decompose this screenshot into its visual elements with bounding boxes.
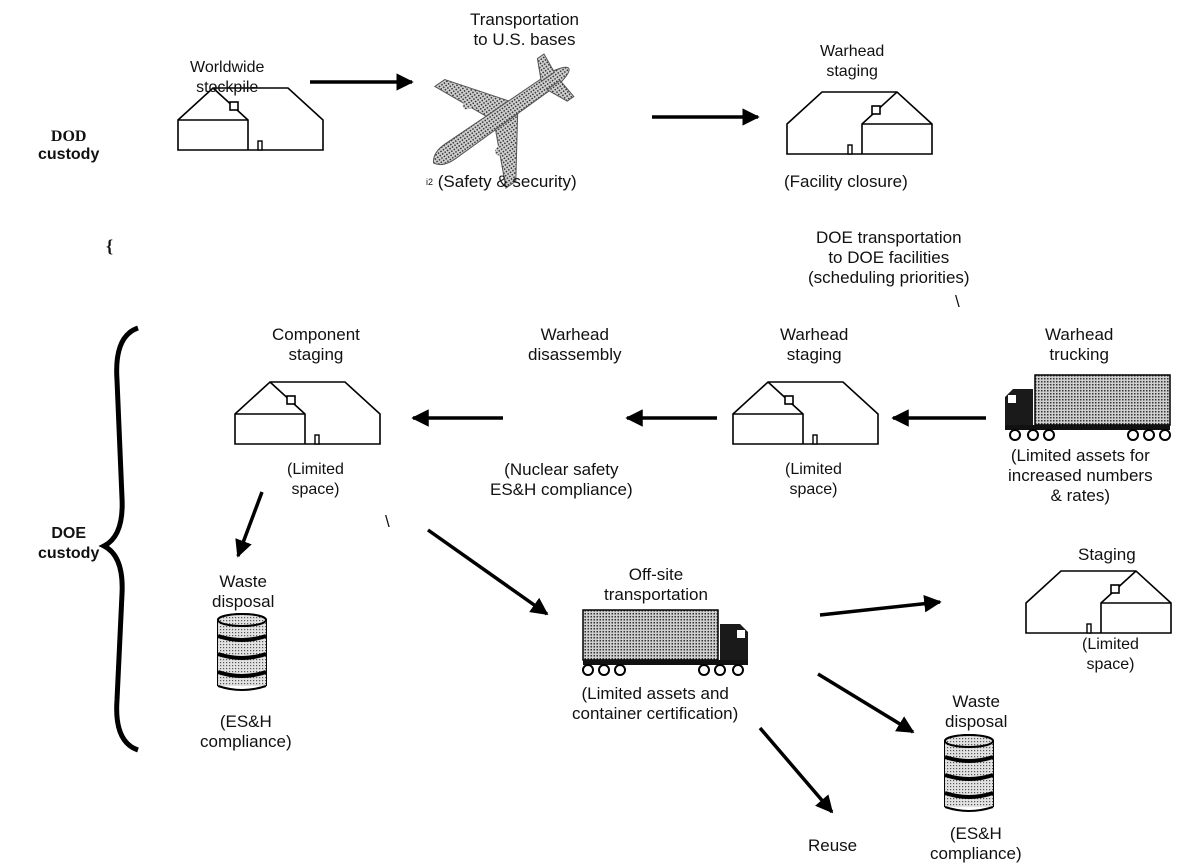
doe-custody-brace [98, 325, 139, 753]
doe-transportation-label: DOE transportation to DOE facilities (sc… [808, 228, 970, 287]
staging-right-limited-space-note: (Limited space) [1082, 636, 1139, 673]
waste-disposal-right-label: Waste disposal [945, 692, 1008, 731]
dod-custody-label: DOD custody [38, 128, 100, 163]
offsite-transportation-truck-icon [582, 609, 749, 676]
safety-security-note: i2 (Safety & security) [426, 172, 577, 191]
trucking-limited-assets-note: (Limited assets for increased numbers & … [1008, 446, 1153, 505]
facility-closure-note: (Facility closure) [784, 172, 908, 191]
waste-disposal-left-label: Waste disposal [212, 572, 275, 611]
arrow-offsite-to-waste [817, 672, 915, 734]
transportation-to-bases-label: Transportation to U.S. bases [470, 10, 579, 49]
worldwide-stockpile-label: Worldwide stockpile [190, 59, 265, 96]
warhead-disassembly-label: Warhead disassembly [528, 325, 622, 364]
arrow-component-to-waste [235, 491, 264, 558]
backslash-mark-top: \ [955, 292, 960, 311]
nuclear-safety-note: (Nuclear safety ES&H compliance) [490, 460, 633, 499]
airplane-icon [433, 53, 575, 189]
offsite-transportation-label: Off-site transportation [604, 565, 708, 604]
arrow-offsite-to-reuse [758, 726, 834, 814]
reuse-label: Reuse [808, 836, 858, 855]
warhead-trucking-label: Warhead trucking [1045, 325, 1114, 364]
custody-bracket-glyph: { [106, 236, 114, 256]
waste-disposal-barrel-left-icon [216, 612, 268, 692]
backslash-mark-bottom: \ [385, 512, 390, 531]
doe-warhead-staging-label: Warhead staging [780, 325, 849, 364]
staging-right-label: Staging [1078, 545, 1136, 564]
offsite-limited-assets-note: (Limited assets and container certificat… [572, 684, 739, 723]
arrow-offsite-to-staging [819, 594, 942, 617]
dod-warhead-staging-building-icon [786, 91, 933, 155]
warhead-staging-limited-space-note: (Limited space) [785, 461, 842, 498]
staging-building-icon [1025, 570, 1172, 634]
doe-warhead-staging-building-icon [732, 381, 879, 445]
warhead-trucking-truck-icon [1004, 374, 1171, 441]
waste-right-esh-note: (ES&H compliance) [930, 824, 1022, 863]
waste-left-esh-note: (ES&H compliance) [200, 712, 292, 751]
component-staging-label: Component staging [272, 325, 360, 364]
doe-custody-label: DOE custody [38, 525, 100, 562]
arrow-component-to-offsite [426, 528, 549, 616]
component-staging-building-icon [234, 381, 381, 445]
component-staging-limited-space-note: (Limited space) [287, 461, 344, 498]
dod-warhead-staging-label: Warhead staging [820, 43, 885, 80]
waste-disposal-barrel-right-icon [943, 733, 995, 813]
